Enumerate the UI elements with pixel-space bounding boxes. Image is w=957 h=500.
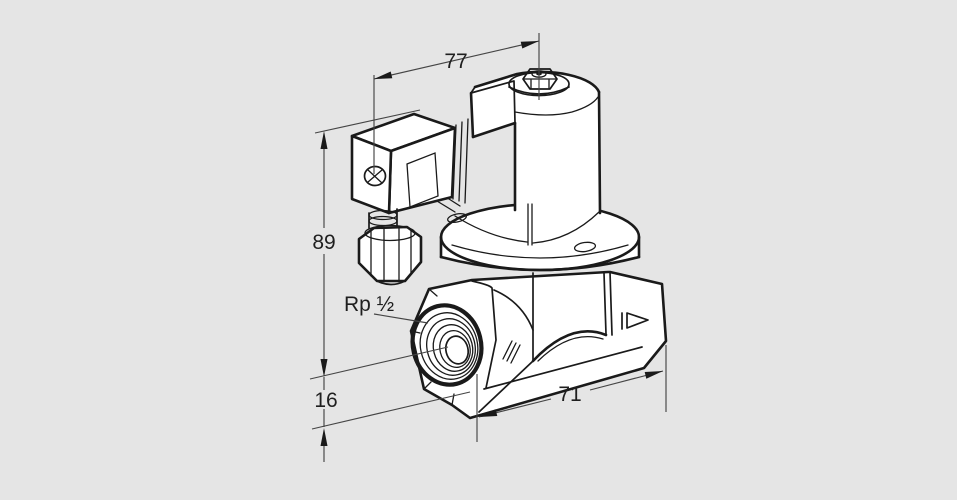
inlet-port-thread [410,303,484,387]
port-thread-callout: Rp ½ [344,293,429,324]
dim-port-offset-label: 16 [314,389,337,412]
surface-hatch-mark [502,340,521,364]
connector-label-plate [406,152,439,208]
flange-screw-hole-right [573,241,597,253]
dimension-89: 89 [312,131,336,377]
dimension-71: 71 [478,370,664,418]
flow-direction-arrow [621,312,649,330]
port-label-leader-line [373,313,429,324]
ext-line-bottom-face [311,391,471,430]
dimension-77: 77 [373,40,540,80]
ext-line-port-axis [309,346,449,380]
ext-line-89-top [314,109,421,134]
solenoid-coil [469,68,602,246]
port-thread-label: Rp ½ [344,293,394,316]
coil-front-slot [527,203,533,246]
dim-body-length-label: 71 [558,383,581,406]
valve-body [409,270,668,420]
dim-coil-width-label: 77 [444,50,467,73]
yoke-strap [470,80,516,124]
dimension-annotations: 77 89 16 71 Rp ½ [309,33,667,462]
cable-gland [357,224,423,286]
din-connector [350,112,469,286]
retaining-nut [522,68,558,90]
dim-height-label: 89 [312,231,335,254]
flange-screw-hole-left [447,212,467,224]
dimension-16: 16 [314,377,338,462]
connector-screw [363,165,387,187]
recess-arch [531,330,608,363]
